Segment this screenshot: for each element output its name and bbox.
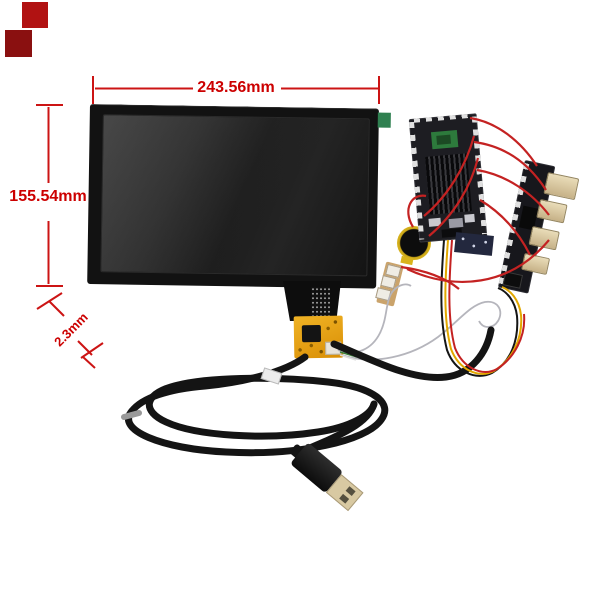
solder-pads-top <box>413 113 472 123</box>
port-connector-3 <box>528 225 560 251</box>
green-pull-tab <box>377 112 391 128</box>
flex-contact-grid <box>311 287 330 316</box>
thickness-dimension-label: 2.3mm <box>51 309 91 350</box>
port-connector-1 <box>543 172 580 201</box>
tan-header-strip <box>375 261 404 307</box>
interface-button-board <box>497 160 580 294</box>
height-dimension-label: 155.54mm <box>9 188 87 205</box>
lcd-driver-board <box>408 113 488 243</box>
cable-label <box>260 367 283 385</box>
screen-reflection <box>101 115 369 276</box>
heatsink-fins <box>425 153 472 215</box>
red-square-marker-2 <box>5 30 32 57</box>
touch-flex-tail <box>283 281 341 321</box>
lcd-touch-panel <box>87 104 391 289</box>
header-plug-3 <box>375 287 392 302</box>
capacitor <box>464 213 475 223</box>
port-connector-2 <box>536 199 568 224</box>
speaker-mount-tab <box>400 255 414 266</box>
header-plug-2 <box>380 275 397 290</box>
capacitor <box>448 217 464 229</box>
solder-pads-left <box>408 121 425 240</box>
red-square-marker-1 <box>22 2 48 28</box>
port-connector-4 <box>521 252 551 275</box>
usb-contact-hole <box>339 493 350 504</box>
bottom-socket <box>502 271 524 289</box>
fpc-wire-connector <box>325 341 342 355</box>
touch-controller-fpc <box>293 315 344 359</box>
green-ic-module <box>430 130 459 150</box>
usb-a-plug <box>283 436 367 513</box>
ic-die <box>436 134 452 145</box>
capacitor <box>428 217 442 227</box>
lcd-screen-glass <box>100 114 370 277</box>
touch-controller-chip <box>301 324 322 343</box>
width-dimension-label: 243.56mm <box>197 79 275 96</box>
blue-connector-board <box>454 232 494 256</box>
usb-contact-hole <box>345 486 356 496</box>
